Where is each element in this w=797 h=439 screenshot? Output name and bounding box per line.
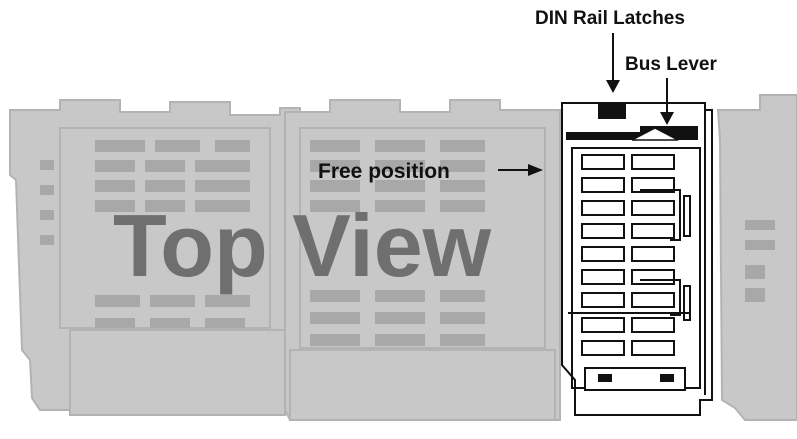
free-position-arrow — [498, 164, 543, 176]
bottom-connector — [584, 367, 686, 391]
left-module-skirt — [69, 329, 286, 416]
slot — [440, 140, 485, 152]
slot — [745, 265, 765, 279]
slot — [375, 180, 425, 192]
slot — [310, 312, 360, 324]
right-module-slots — [745, 220, 775, 302]
bus-lever-label: Bus Lever — [625, 54, 717, 75]
slot — [310, 140, 360, 152]
slot — [95, 295, 140, 307]
slot — [95, 200, 135, 212]
terminal — [631, 317, 675, 333]
slot — [310, 200, 360, 212]
terminal — [631, 292, 675, 308]
top-view-heading: Top View — [113, 196, 492, 295]
slot — [440, 290, 485, 302]
slot — [95, 318, 135, 328]
side-slot — [40, 235, 54, 245]
terminal-brackets — [568, 189, 691, 321]
slot — [195, 160, 250, 172]
terminal — [581, 154, 625, 170]
slot — [95, 140, 145, 152]
slot — [145, 180, 185, 192]
terminal — [631, 340, 675, 356]
side-slot — [40, 160, 54, 170]
terminal — [631, 223, 675, 239]
slot — [95, 180, 135, 192]
middle-module-slots — [310, 140, 485, 346]
slot — [310, 290, 360, 302]
terminal — [581, 292, 625, 308]
slot — [745, 220, 775, 230]
terminal — [581, 269, 625, 285]
slot — [440, 160, 485, 172]
left-module-slots — [95, 140, 250, 328]
terminal-rows — [581, 154, 675, 356]
slot — [150, 318, 190, 328]
terminal — [581, 317, 625, 333]
slot — [440, 180, 485, 192]
slot — [440, 312, 485, 324]
slot — [145, 160, 185, 172]
terminal — [581, 200, 625, 216]
slot — [375, 160, 425, 172]
slot — [375, 312, 425, 324]
terminal — [631, 177, 675, 193]
bracket — [640, 189, 681, 241]
slot — [155, 140, 200, 152]
terminal — [631, 200, 675, 216]
bracket-tab — [683, 285, 691, 321]
terminal — [581, 223, 625, 239]
bus-lever-notch — [631, 127, 679, 141]
slot — [375, 290, 425, 302]
slot — [375, 200, 425, 212]
middle-module-skirt — [289, 349, 556, 421]
slot — [215, 140, 250, 152]
arrow-head — [528, 164, 543, 176]
slot — [150, 295, 195, 307]
terminal — [631, 246, 675, 262]
terminal — [581, 246, 625, 262]
bus-lever-arrow — [660, 78, 674, 125]
slot — [95, 160, 135, 172]
din-rail-latches-label: DIN Rail Latches — [535, 8, 685, 29]
slot — [310, 160, 360, 172]
arrow-head — [606, 80, 620, 93]
highlighted-module — [561, 102, 713, 416]
slot — [310, 334, 360, 346]
slot — [310, 180, 360, 192]
bracket-tab — [683, 195, 691, 237]
slot — [145, 200, 185, 212]
slot — [195, 180, 250, 192]
slot — [205, 295, 250, 307]
left-side-slots — [40, 160, 54, 245]
slot — [195, 200, 250, 212]
terminal — [581, 340, 625, 356]
bracket — [640, 279, 681, 316]
arrow-head — [660, 112, 674, 125]
background-modules — [9, 94, 797, 421]
right-partial-module — [716, 94, 797, 421]
connector-pin-left — [598, 374, 612, 382]
slot — [440, 334, 485, 346]
terminal — [631, 269, 675, 285]
terminal — [631, 154, 675, 170]
slot — [205, 318, 245, 328]
slot — [745, 288, 765, 302]
connector-pin-right — [660, 374, 674, 382]
slot — [375, 334, 425, 346]
free-position-label: Free position — [318, 160, 450, 183]
side-slot — [40, 210, 54, 220]
din-rail-latch — [598, 103, 626, 119]
slot — [440, 200, 485, 212]
slot — [375, 140, 425, 152]
side-slot — [40, 185, 54, 195]
slot — [745, 240, 775, 250]
terminal — [581, 177, 625, 193]
din-rail-latches-arrow — [606, 33, 620, 93]
middle-inner-panel — [299, 127, 546, 349]
